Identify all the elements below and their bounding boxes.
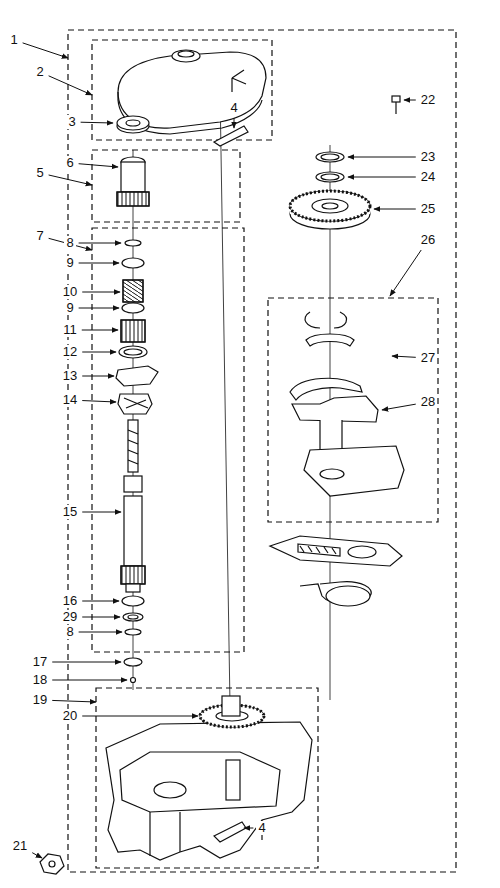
leader-line [49,76,92,95]
leader-line [244,828,253,829]
leader-line [49,175,92,185]
callout-number: 9 [64,301,75,315]
callout-number: 15 [61,505,79,519]
leader-line [79,243,121,244]
callout-number: 3 [66,115,77,129]
callout-number: 13 [61,369,79,383]
leader-line [79,308,119,309]
callout-number: 12 [61,345,79,359]
callout-number: 21 [11,839,29,853]
leader-line [79,263,119,264]
leader-line [392,356,416,357]
assembly-line [133,90,330,705]
callout-number: 14 [61,393,79,407]
leader-line [82,601,119,602]
leader-line [82,376,114,377]
callout-number: 8 [64,625,75,639]
leader-line [82,617,120,618]
leader-line [52,662,121,663]
callout-number: 29 [61,610,79,624]
leader-line [82,716,198,717]
nut [40,854,64,874]
seal [117,116,149,133]
screw [392,96,400,114]
leader-line [382,404,416,410]
leader-line [390,250,421,296]
callout-number: 19 [31,693,49,707]
leader-line [32,853,42,858]
group-outline [68,30,456,872]
callout-number: 24 [419,170,437,184]
leader-line [79,632,122,633]
callout-number: 28 [419,395,437,409]
callout-number: 25 [419,202,437,216]
gearcase-housing [106,696,312,860]
callout-number: 26 [419,233,437,247]
callout-number: 4 [256,821,267,835]
gearcase-cover [118,50,266,134]
leader-line [82,512,121,513]
wire-clip [214,822,246,842]
callout-number: 20 [61,709,79,723]
leader-line [234,118,235,128]
agitator-shaft-parts [116,240,158,683]
callout-number: 10 [61,285,79,299]
leader-line [52,680,127,681]
callout-number: 2 [34,65,45,79]
callout-number: 18 [31,673,49,687]
leader-line [404,100,416,101]
callout-number: 8 [64,236,75,250]
callout-number: 1 [8,33,19,47]
drive-gear-parts [270,152,404,606]
leader-line [79,164,118,167]
callout-number: 5 [34,166,45,180]
callout-number: 6 [64,156,75,170]
wire-clip [214,126,248,146]
leader-line [374,209,416,210]
callout-number: 16 [61,594,79,608]
leader-line [82,401,116,402]
leader-line [23,43,68,58]
callout-number: 9 [64,256,75,270]
leader-line [81,122,113,124]
leader-line [82,292,120,293]
callout-number: 27 [419,351,437,365]
callout-number: 7 [34,229,45,243]
leader-line [348,157,416,158]
callout-number: 22 [419,93,437,107]
leader-line [82,330,118,331]
callout-number: 17 [31,655,49,669]
leader-line [82,352,116,353]
callout-number: 11 [61,323,79,337]
callout-number: 4 [228,101,239,115]
callout-number: 23 [419,150,437,164]
leader-line [348,177,416,178]
pinion [117,157,149,206]
leader-line [52,700,96,702]
